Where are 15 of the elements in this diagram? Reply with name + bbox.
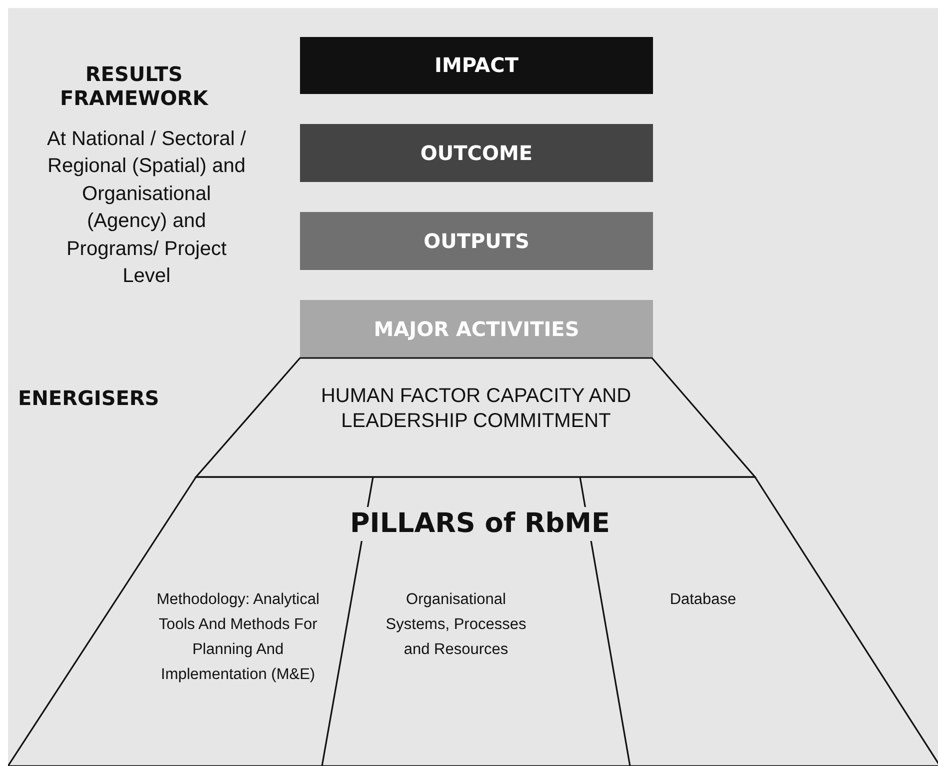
description-text: At National / Sectoral / Regional (Spatial) and Organisational (Agency) and Programs/ Project Level xyxy=(46,127,247,289)
heading-text: OUTPUTS xyxy=(422,229,530,254)
heading-text: OUTCOME xyxy=(419,141,534,166)
result-level-bar xyxy=(300,37,653,94)
section-heading: RESULTS FRAMEWORK xyxy=(58,62,210,110)
result-level-bar xyxy=(300,212,653,270)
heading-text: MAJOR ACTIVITIES xyxy=(372,317,580,342)
body-text: Organisational Systems, Processes and Resources xyxy=(384,590,528,660)
body-text: HUMAN FACTOR CAPACITY AND LEADERSHIP COMMITMENT xyxy=(320,384,632,434)
section-heading: ENERGISERS xyxy=(18,386,160,410)
heading-text: IMPACT xyxy=(434,53,520,78)
body-text: Methodology: Analytical Tools And Methods For Planning And Implementation (M&E) xyxy=(156,590,320,686)
result-level-bar xyxy=(300,124,653,182)
result-level-bar xyxy=(300,300,653,358)
body-text: Database xyxy=(668,590,738,610)
